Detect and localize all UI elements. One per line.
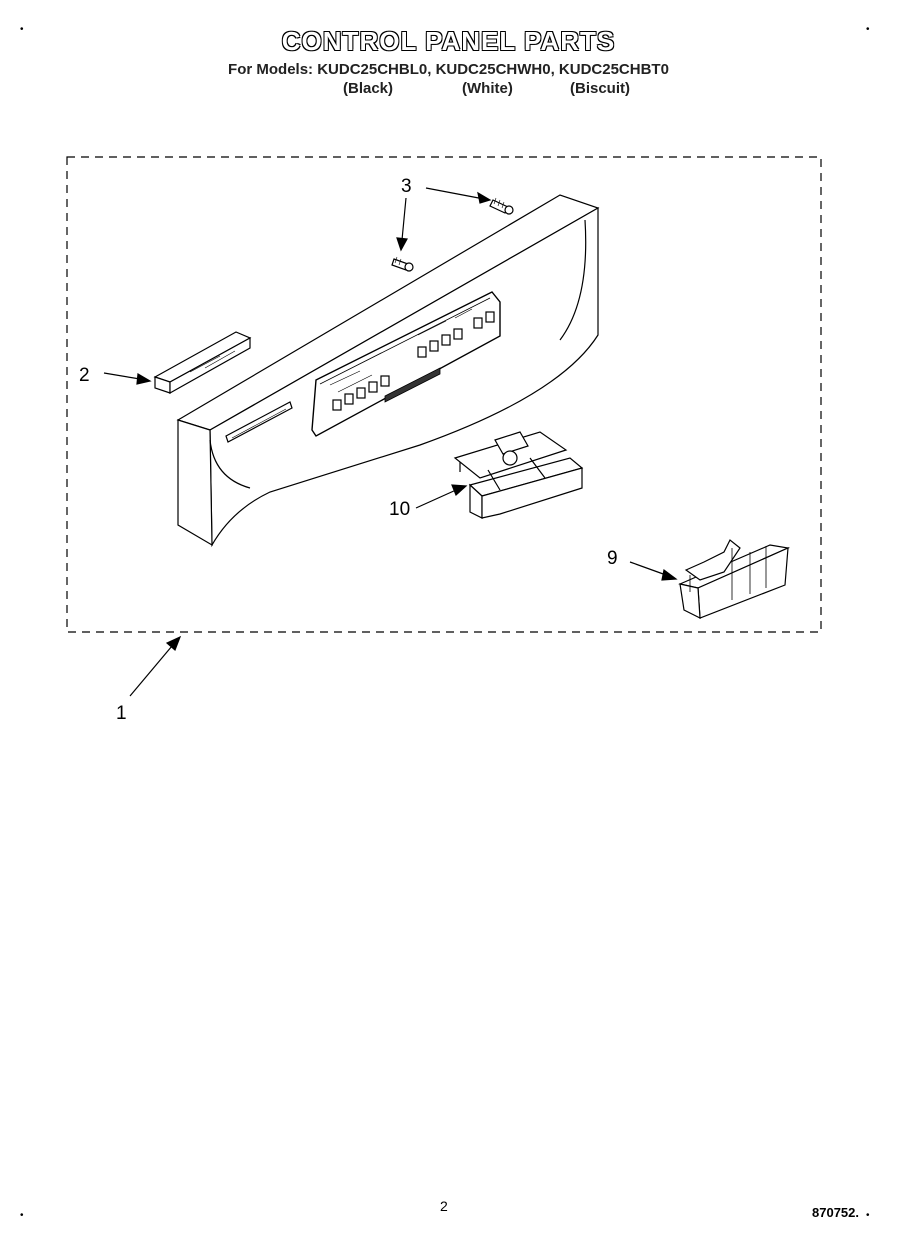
page-title: CONTROL PANEL PARTS [281, 26, 616, 56]
bracket-part [678, 539, 791, 620]
callout-2: 2 [79, 365, 90, 386]
models-line: For Models: KUDC25CHBL0, KUDC25CHWH0, KU… [228, 61, 669, 78]
page-number: 2 [440, 1198, 448, 1214]
control-panel-part [176, 194, 600, 548]
corner-mark: • [20, 1210, 24, 1221]
latch-assembly-part [453, 431, 584, 519]
callout-3: 3 [401, 176, 412, 197]
colour-biscuit: (Biscuit) [570, 80, 630, 97]
corner-mark: • [20, 24, 24, 35]
callout-1: 1 [116, 703, 127, 724]
colour-white: (White) [462, 80, 513, 97]
callout-9: 9 [607, 548, 618, 569]
callout-10: 10 [389, 499, 410, 520]
trim-strip-part [153, 331, 252, 395]
corner-mark: • [866, 1210, 870, 1221]
document-number: 870752. [812, 1205, 859, 1220]
screw-part [489, 197, 514, 215]
corner-mark: • [866, 24, 870, 35]
leader-lines [103, 187, 678, 697]
colour-black: (Black) [343, 80, 394, 97]
screw-part [391, 256, 414, 272]
